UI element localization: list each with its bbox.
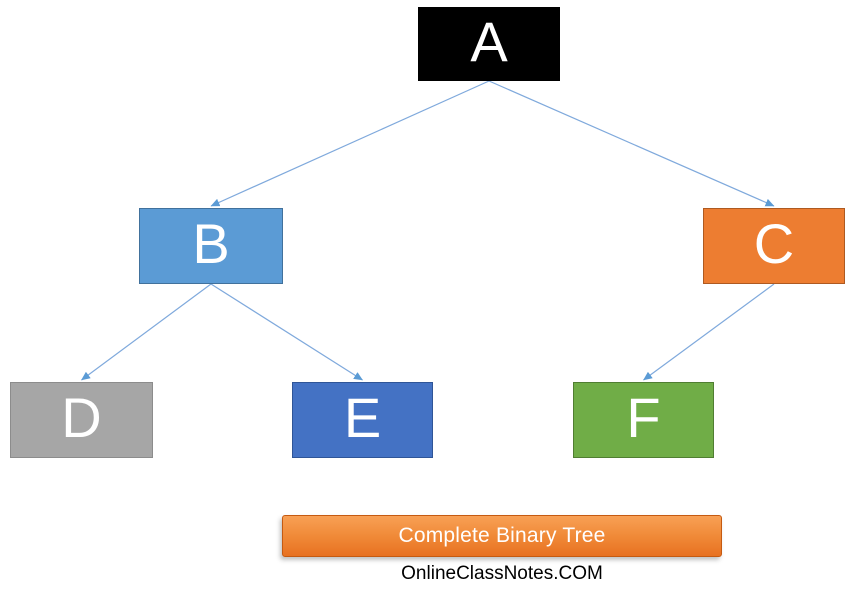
- caption-label: Complete Binary Tree: [398, 524, 606, 547]
- tree-node-b: B: [139, 208, 283, 284]
- tree-node-label: B: [192, 212, 230, 275]
- tree-node-label: E: [343, 386, 382, 449]
- edge-a-c: [488, 80, 775, 207]
- tree-node-label: F: [626, 386, 661, 449]
- edge-b-d: [81, 283, 212, 381]
- watermark-text: OnlineClassNotes.COM: [401, 563, 603, 584]
- edge-a-b: [210, 80, 490, 207]
- caption-banner: Complete Binary Tree: [282, 515, 722, 557]
- tree-node-d: D: [10, 382, 153, 458]
- tree-node-label: A: [470, 10, 508, 73]
- tree-node-e: E: [292, 382, 433, 458]
- tree-node-c: C: [703, 208, 845, 284]
- edge-b-e: [210, 283, 363, 381]
- tree-node-label: D: [61, 386, 102, 449]
- tree-node-f: F: [573, 382, 714, 458]
- tree-node-label: C: [753, 212, 795, 275]
- edge-c-f: [643, 283, 775, 381]
- tree-node-a: A: [418, 7, 560, 81]
